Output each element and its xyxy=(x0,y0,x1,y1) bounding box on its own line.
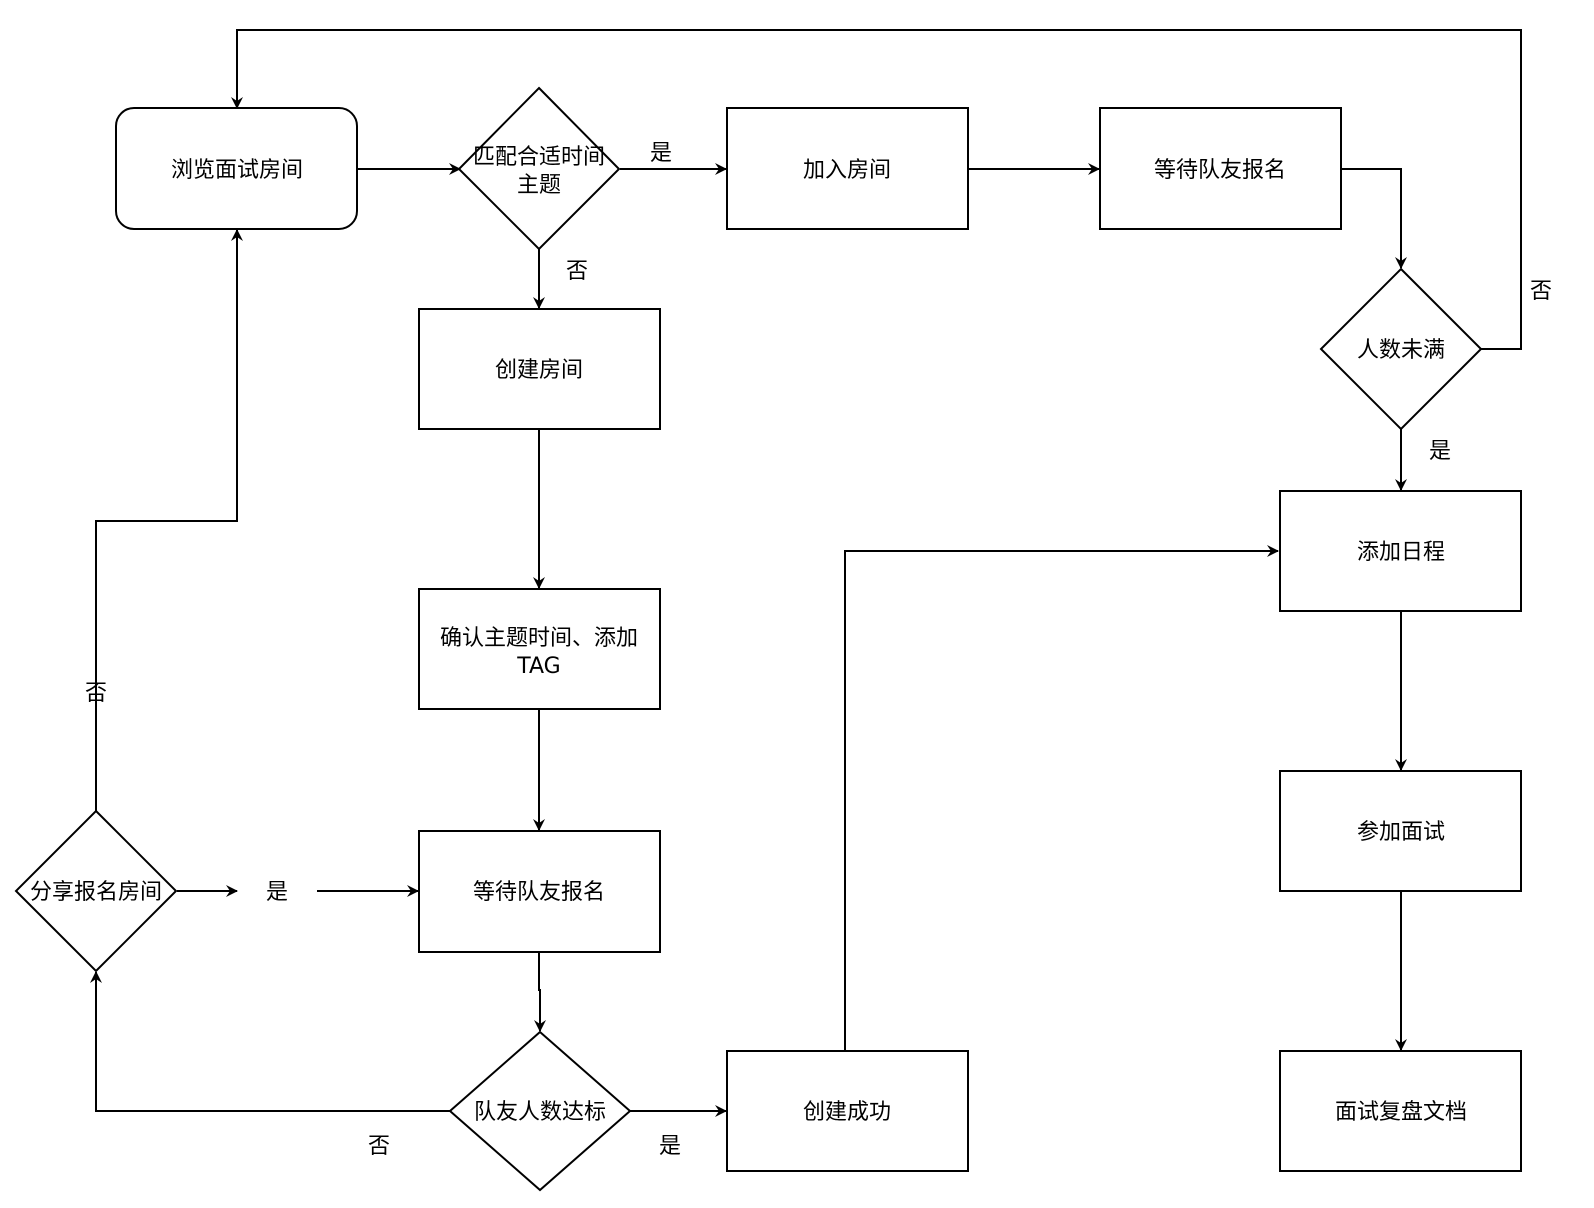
node-create-success: 创建成功 xyxy=(726,1050,969,1172)
node-review-doc: 面试复盘文档 xyxy=(1279,1050,1522,1172)
node-wait-teammates-mid: 等待队友报名 xyxy=(418,830,661,953)
node-wait-top-label: 等待队友报名 xyxy=(1154,158,1286,183)
node-schedule-label: 添加日程 xyxy=(1357,540,1445,565)
node-join-label: 加入房间 xyxy=(803,158,891,183)
node-attend-label: 参加面试 xyxy=(1357,820,1445,845)
node-browse-label: 浏览面试房间 xyxy=(171,158,303,183)
edge-label-not-full-no: 否 xyxy=(1530,279,1552,304)
node-add-schedule: 添加日程 xyxy=(1279,490,1522,612)
edge-share-no-to-browse xyxy=(95,229,243,811)
node-teammates-label: 队友人数达标 xyxy=(474,1100,606,1125)
edge-label-not-full-yes: 是 xyxy=(1429,439,1451,464)
edge-createok-to-schedule xyxy=(844,545,1279,1050)
edge-label-share-no: 否 xyxy=(85,681,107,706)
node-confirm-topic: 确认主题时间、添加 TAG xyxy=(418,588,661,710)
node-wait-mid-label: 等待队友报名 xyxy=(473,880,605,905)
edge-teammates-no-to-share xyxy=(90,971,450,1112)
node-match-decision: 匹配合适时间 主题 xyxy=(457,86,621,251)
node-teammates-decision: 队友人数达标 xyxy=(448,1030,632,1192)
node-match-label-line1: 匹配合适时间 xyxy=(473,145,605,170)
edge-wait-to-notfull xyxy=(1341,168,1407,269)
node-create-label: 创建房间 xyxy=(495,358,583,383)
node-review-label: 面试复盘文档 xyxy=(1335,1100,1467,1125)
node-join-room: 加入房间 xyxy=(726,107,969,230)
node-not-full-label: 人数未满 xyxy=(1357,338,1445,363)
node-share-decision: 分享报名房间 xyxy=(14,809,178,973)
node-browse-rooms: 浏览面试房间 xyxy=(115,107,358,230)
edge-label-share-yes: 是 xyxy=(266,880,288,905)
edge-notfull-no-to-browse xyxy=(231,29,1522,350)
node-match-label-line2: 主题 xyxy=(517,173,561,198)
node-not-full-decision: 人数未满 xyxy=(1319,267,1483,431)
edge-label-teammates-yes: 是 xyxy=(659,1134,681,1159)
node-create-ok-label: 创建成功 xyxy=(803,1100,891,1125)
node-wait-teammates-top: 等待队友报名 xyxy=(1099,107,1342,230)
edge-label-match-no: 否 xyxy=(566,259,588,284)
edge-label-match-yes: 是 xyxy=(650,141,672,166)
node-attend-interview: 参加面试 xyxy=(1279,770,1522,892)
edge-wait-to-teammates xyxy=(534,952,546,1032)
node-create-room: 创建房间 xyxy=(418,308,661,430)
node-share-label: 分享报名房间 xyxy=(30,880,162,905)
edge-label-teammates-no: 否 xyxy=(368,1134,390,1159)
node-confirm-label-line1: 确认主题时间、添加 xyxy=(440,626,638,651)
node-confirm-label-line2: TAG xyxy=(516,654,560,679)
